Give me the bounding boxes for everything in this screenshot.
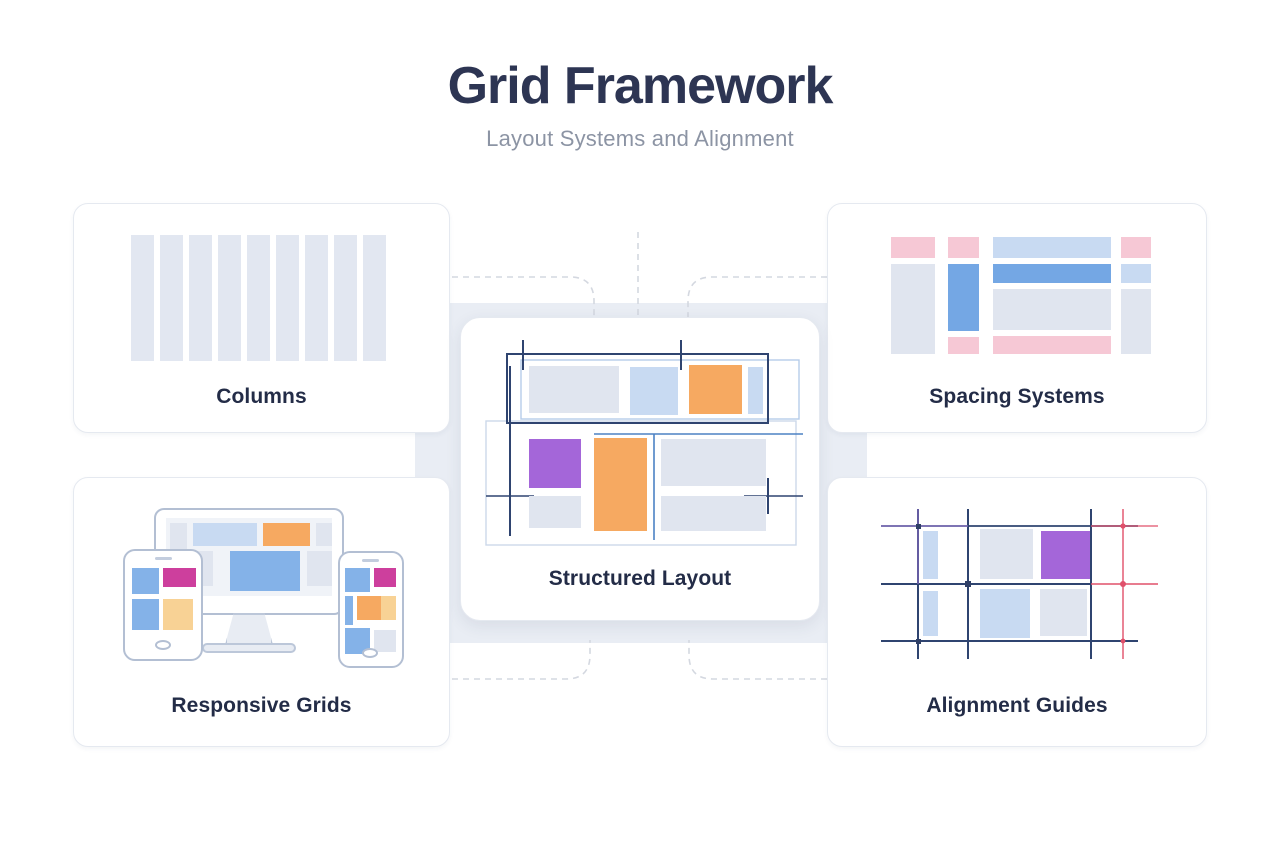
alignment-block [923,591,938,636]
screen-block [230,551,300,591]
spacing-block [948,337,979,354]
phone-home-button [362,648,378,658]
spacing-block [993,289,1111,330]
spacing-block [993,237,1111,258]
column-bar [363,235,386,361]
layout-block [689,365,742,414]
card-label-alignment-guides: Alignment Guides [926,694,1108,717]
tablet-home-button [155,640,171,650]
spacing-illustration-icon [891,237,1151,354]
alignment-block [1041,531,1091,579]
column-bar [218,235,241,361]
blueprint-guides-icon [485,340,803,546]
alignment-block [980,589,1030,638]
alignment-block [980,529,1033,579]
screen-block [163,599,193,630]
monitor-base [202,643,296,653]
tablet-speaker [155,557,172,560]
card-label-structured-layout: Structured Layout [548,567,732,590]
alignment-block [1040,589,1087,636]
layout-block [661,439,766,486]
column-bar [189,235,212,361]
column-bar [334,235,357,361]
screen-block [163,568,196,587]
column-bar [131,235,154,361]
spacing-block [948,237,979,258]
spacing-block [1121,289,1151,354]
card-responsive-grids: Responsive Grids [73,477,450,747]
spacing-block [1121,237,1151,258]
column-bar [276,235,299,361]
card-columns: Columns [73,203,450,433]
spacing-block [891,264,935,354]
card-alignment-guides: Alignment Guides [827,477,1207,747]
layout-block [529,366,619,413]
layout-block [529,439,581,488]
spacing-block [891,237,935,258]
layout-block [661,496,766,531]
connector-top-right [687,276,827,318]
column-bar [305,235,328,361]
spacing-block [1121,264,1151,283]
columns-illustration-icon [131,235,394,361]
screen-block [263,523,310,546]
screen-block [357,596,381,620]
layout-block [748,367,763,414]
card-structured-layout: Structured Layout [460,317,820,621]
screen-block [374,568,396,587]
screen-block [381,596,396,620]
screen-block [193,523,257,546]
monitor-stand [225,613,273,645]
screen-block [307,551,332,586]
alignment-block [923,531,938,579]
connector-top-left [452,276,595,318]
screen-block [132,599,159,630]
screen-block [316,523,332,546]
screen-block [132,568,159,594]
screen-block [345,568,370,592]
spacing-block [948,264,979,331]
layout-block [630,367,678,415]
connector-bottom-right [688,640,827,680]
card-label-columns: Columns [216,385,307,408]
screen-block [345,596,353,625]
page-title: Grid Framework [447,57,834,115]
connector-bottom-left [452,640,591,680]
layout-block [594,438,647,531]
page-subtitle: Layout Systems and Alignment [486,126,794,151]
spacing-block [993,336,1111,354]
guide-lines-icon [881,509,1158,659]
column-bar [247,235,270,361]
card-label-spacing-systems: Spacing Systems [929,385,1105,408]
layout-block [529,496,581,528]
card-spacing-systems: Spacing Systems [827,203,1207,433]
column-bar [160,235,183,361]
card-label-responsive-grids: Responsive Grids [171,694,352,717]
phone-speaker [362,559,379,562]
screen-block [374,630,396,652]
spacing-block [993,264,1111,283]
